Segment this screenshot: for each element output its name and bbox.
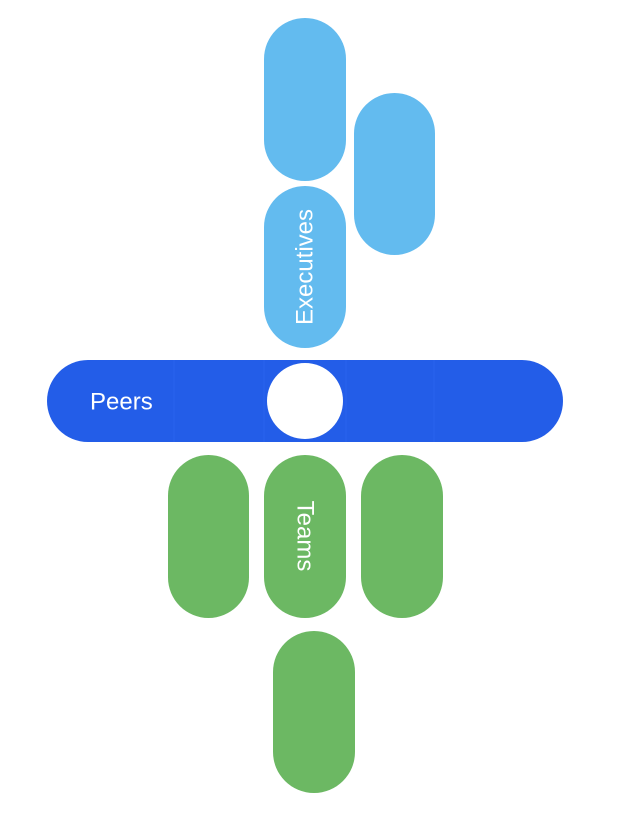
teams-pill-labeled — [264, 455, 346, 618]
executives-pill-labeled — [264, 186, 346, 348]
teams-pill-bottom — [273, 631, 355, 793]
peers-group: Peers — [47, 360, 563, 442]
teams-pill-right — [361, 455, 443, 618]
executives-group: Executives — [264, 18, 435, 348]
executives-pill-right — [354, 93, 435, 255]
executives-pill-top — [264, 18, 346, 181]
teams-label: Teams — [292, 501, 319, 572]
self-node — [267, 363, 343, 439]
executives-label: Executives — [292, 209, 319, 325]
teams-pill-left — [168, 455, 249, 618]
peers-label: Peers — [90, 389, 153, 416]
teams-group: Teams — [168, 455, 443, 793]
